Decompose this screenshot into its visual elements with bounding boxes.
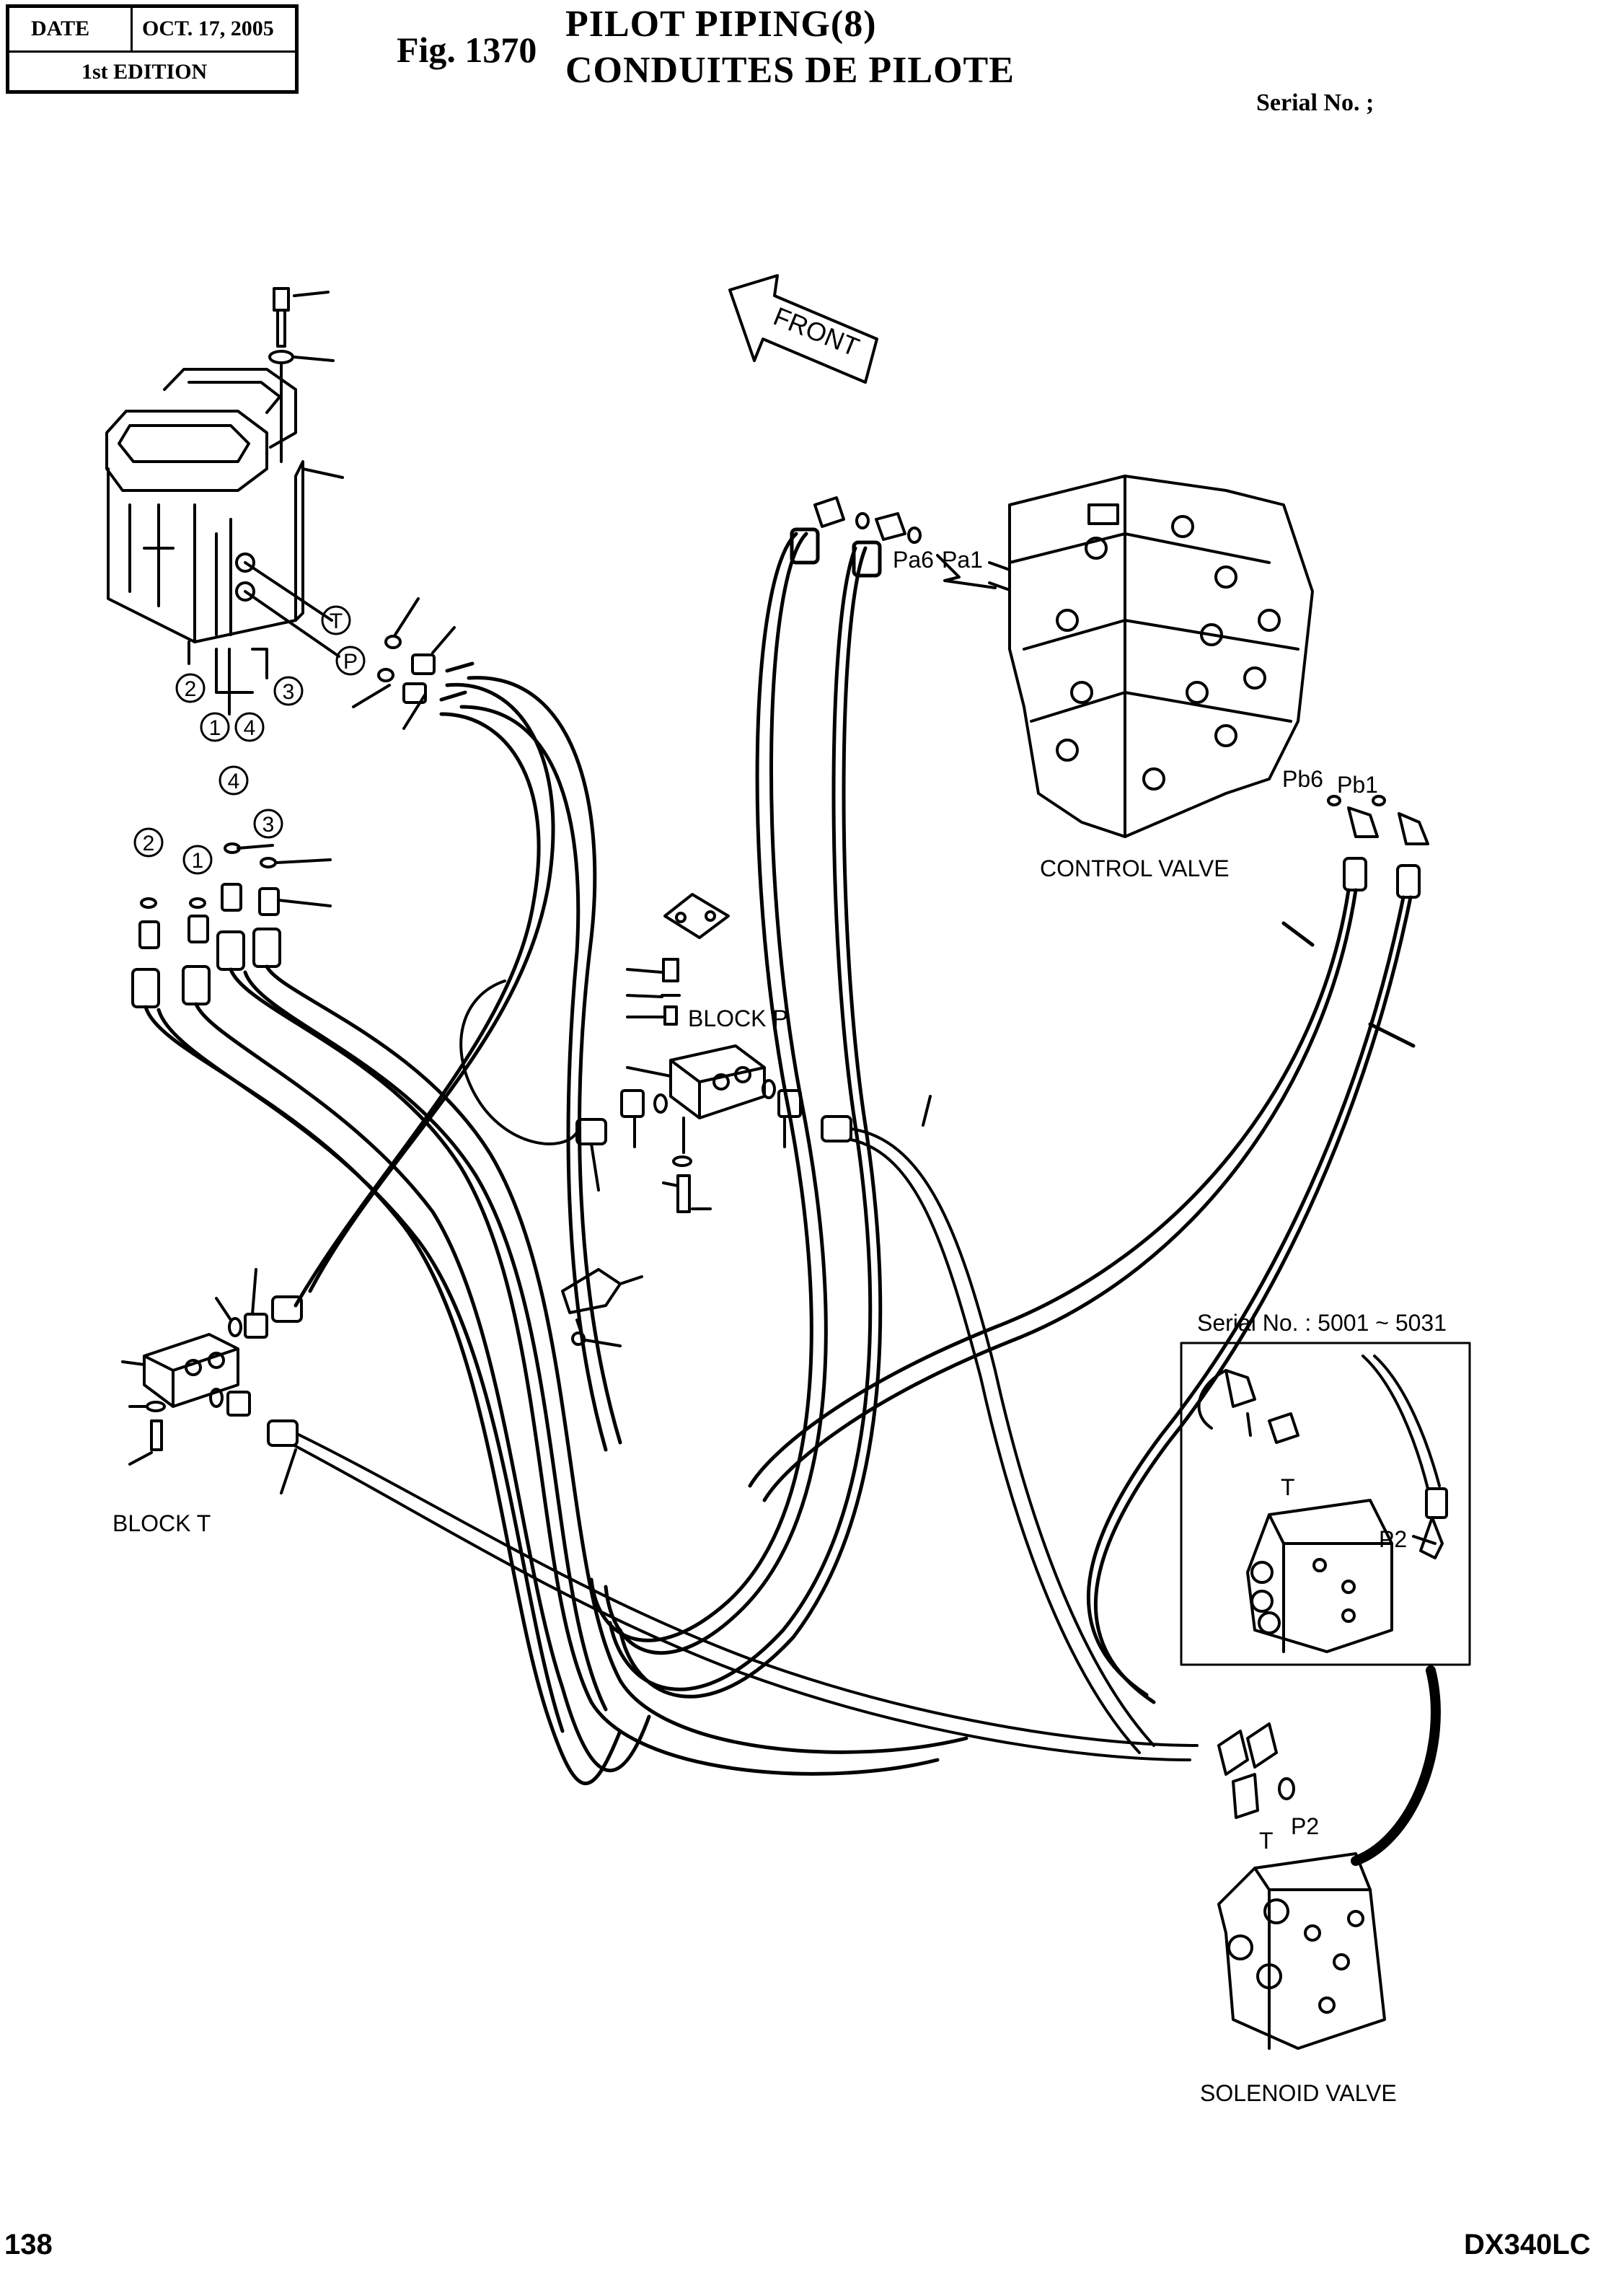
label-control-valve: CONTROL VALVE: [1040, 855, 1230, 881]
callout-1b: 1: [192, 849, 204, 873]
control-valve-top-fittings: [813, 496, 997, 589]
header-divider: [131, 8, 133, 53]
callout-3a: 3: [283, 680, 295, 704]
label-block-t: BLOCK T: [112, 1510, 211, 1536]
hoses-control-top: [589, 527, 883, 1699]
label-solenoid-valve: SOLENOID VALVE: [1200, 2080, 1397, 2106]
label-inset-t: T: [1281, 1474, 1295, 1500]
date-label: DATE: [31, 17, 90, 40]
label-inset-serial: Serial No. : 5001 ~ 5031: [1197, 1310, 1447, 1336]
label-pb6: Pb6: [1282, 766, 1323, 792]
inset-pointer-arrow: [1351, 1665, 1441, 1866]
edition: 1st EDITION: [81, 60, 208, 84]
figure-number: Fig. 1370: [397, 30, 537, 70]
joystick-pilot-valve: [105, 287, 344, 715]
hoses-left-bundle: [144, 964, 968, 1785]
title-english: PILOT PIPING(8): [565, 4, 877, 45]
callout-3b: 3: [262, 813, 275, 837]
serial-number: Serial No. ;: [1256, 89, 1374, 116]
callout-1a: 1: [209, 716, 221, 740]
bracket: [561, 1268, 643, 1347]
block-p: [626, 893, 766, 1213]
label-solenoid-p2: P2: [1291, 1813, 1320, 1839]
callout-4b: 4: [228, 770, 240, 793]
callout-circles: [133, 605, 366, 875]
label-pb1: Pb1: [1337, 772, 1378, 798]
label-pa6: Pa6: [893, 547, 934, 573]
hoses-control-bottom: [748, 888, 1416, 1704]
label-block-p: BLOCK P: [688, 1005, 788, 1031]
control-valve: [988, 475, 1314, 838]
front-arrow: [728, 274, 878, 384]
left-fitting-stack: [131, 842, 332, 1008]
label-solenoid-t: T: [1259, 1828, 1274, 1854]
callout-4a: 4: [244, 716, 256, 740]
hoses-joystick: [294, 661, 622, 1452]
callout-2a: 2: [185, 677, 197, 701]
date-value: OCT. 17, 2005: [142, 17, 274, 40]
block-p-fittings: [459, 979, 1155, 1754]
header-row-date: DATE OCT. 17, 2005: [9, 8, 295, 53]
port-p-label: P: [343, 650, 358, 674]
solenoid-valve: [1217, 1722, 1386, 2050]
joystick-port-fittings: [352, 597, 456, 730]
front-label: FRONT: [769, 301, 863, 361]
inset-box: [1180, 1342, 1471, 1666]
page-number: 138: [4, 2229, 53, 2260]
label-pa1: Pa1: [942, 547, 983, 573]
control-valve-bottom-fittings: [1327, 795, 1429, 899]
callout-2b: 2: [143, 832, 155, 855]
label-inset-p2: P2: [1379, 1526, 1408, 1552]
block-t: [121, 1268, 1199, 1761]
header-box: DATE OCT. 17, 2005 1st EDITION: [6, 4, 299, 94]
port-t-label: T: [330, 609, 343, 633]
model-number: DX340LC: [1464, 2229, 1591, 2260]
title-french: CONDUITES DE PILOTE: [565, 50, 1015, 91]
